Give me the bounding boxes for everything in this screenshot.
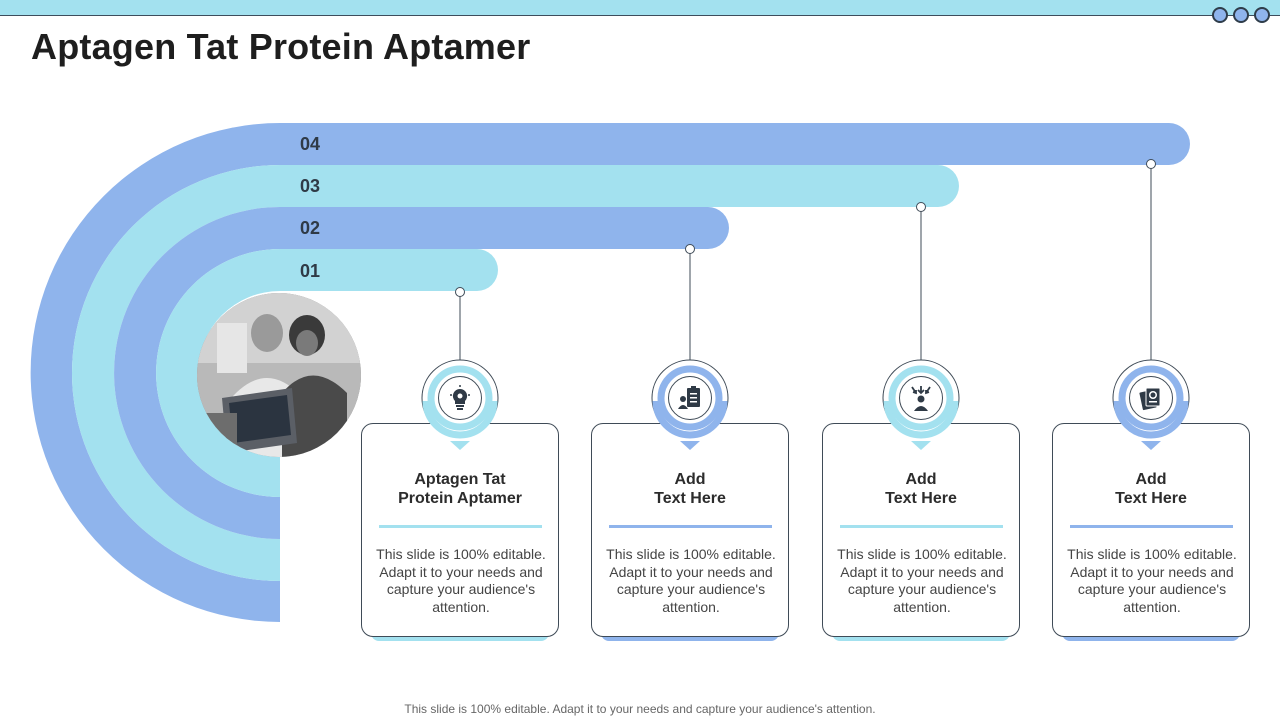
arc-band-04 (30, 123, 280, 622)
info-card-2: Add Text Here This slide is 100% editabl… (591, 423, 789, 637)
card-description: This slide is 100% editable. Adapt it to… (1067, 546, 1237, 615)
bar-02 (280, 207, 729, 249)
card-title: Aptagen Tat Protein Aptamer (362, 470, 558, 508)
card-divider (840, 525, 1003, 528)
card-title: Add Text Here (1053, 470, 1249, 508)
connector-dot-01 (455, 287, 465, 297)
card-title: Add Text Here (823, 470, 1019, 508)
info-card-3: Add Text Here This slide is 100% editabl… (822, 423, 1020, 637)
arc-band-02 (114, 207, 280, 539)
card-divider (609, 525, 772, 528)
documents-badge-icon (1129, 376, 1173, 420)
card-title: Add Text Here (592, 470, 788, 508)
card-divider (379, 525, 542, 528)
slide-title: Aptagen Tat Protein Aptamer (31, 26, 531, 67)
card-title-line: Protein Aptamer (398, 490, 522, 507)
arc-band-01 (156, 249, 280, 497)
decorative-dot (1212, 7, 1228, 23)
decorative-dot (1254, 7, 1270, 23)
card-title-line: Text Here (654, 490, 726, 507)
card-title-line: Text Here (1115, 490, 1187, 507)
info-card-1: Aptagen Tat Protein Aptamer This slide i… (361, 423, 559, 637)
person-arrows-icon (899, 376, 943, 420)
card-divider (1070, 525, 1233, 528)
bar-01 (280, 249, 498, 291)
top-decorative-bar (0, 0, 1280, 16)
top-dots (1212, 7, 1270, 23)
bar-03 (280, 165, 959, 207)
card-title-line: Add (1135, 471, 1167, 488)
bar-04 (280, 123, 1190, 165)
card-description: This slide is 100% editable. Adapt it to… (837, 546, 1007, 615)
card-title-line: Text Here (885, 490, 957, 507)
connector-dot-03 (916, 202, 926, 212)
arc-band-03 (72, 165, 280, 581)
card-description: This slide is 100% editable. Adapt it to… (606, 546, 776, 615)
icon-badge-3 (882, 359, 960, 451)
icon-badge-1 (421, 359, 499, 451)
icon-badge-4 (1112, 359, 1190, 451)
clipboard-person-icon (668, 376, 712, 420)
connector-dot-04 (1146, 159, 1156, 169)
card-description: This slide is 100% editable. Adapt it to… (376, 546, 546, 615)
lightbulb-gear-icon (438, 376, 482, 420)
people-working-photo (197, 293, 361, 457)
bar-label-03: 03 (300, 176, 321, 196)
info-card-4: Add Text Here This slide is 100% editabl… (1052, 423, 1250, 637)
footer-note: This slide is 100% editable. Adapt it to… (404, 702, 876, 716)
bar-label-04: 04 (300, 134, 321, 154)
card-title-line: Add (905, 471, 937, 488)
icon-badge-2 (651, 359, 729, 451)
connector-dot-02 (685, 244, 695, 254)
card-title-line: Aptagen Tat (414, 471, 506, 488)
bar-label-02: 02 (300, 218, 321, 238)
card-title-line: Add (674, 471, 706, 488)
bar-label-01: 01 (300, 261, 321, 281)
decorative-dot (1233, 7, 1249, 23)
